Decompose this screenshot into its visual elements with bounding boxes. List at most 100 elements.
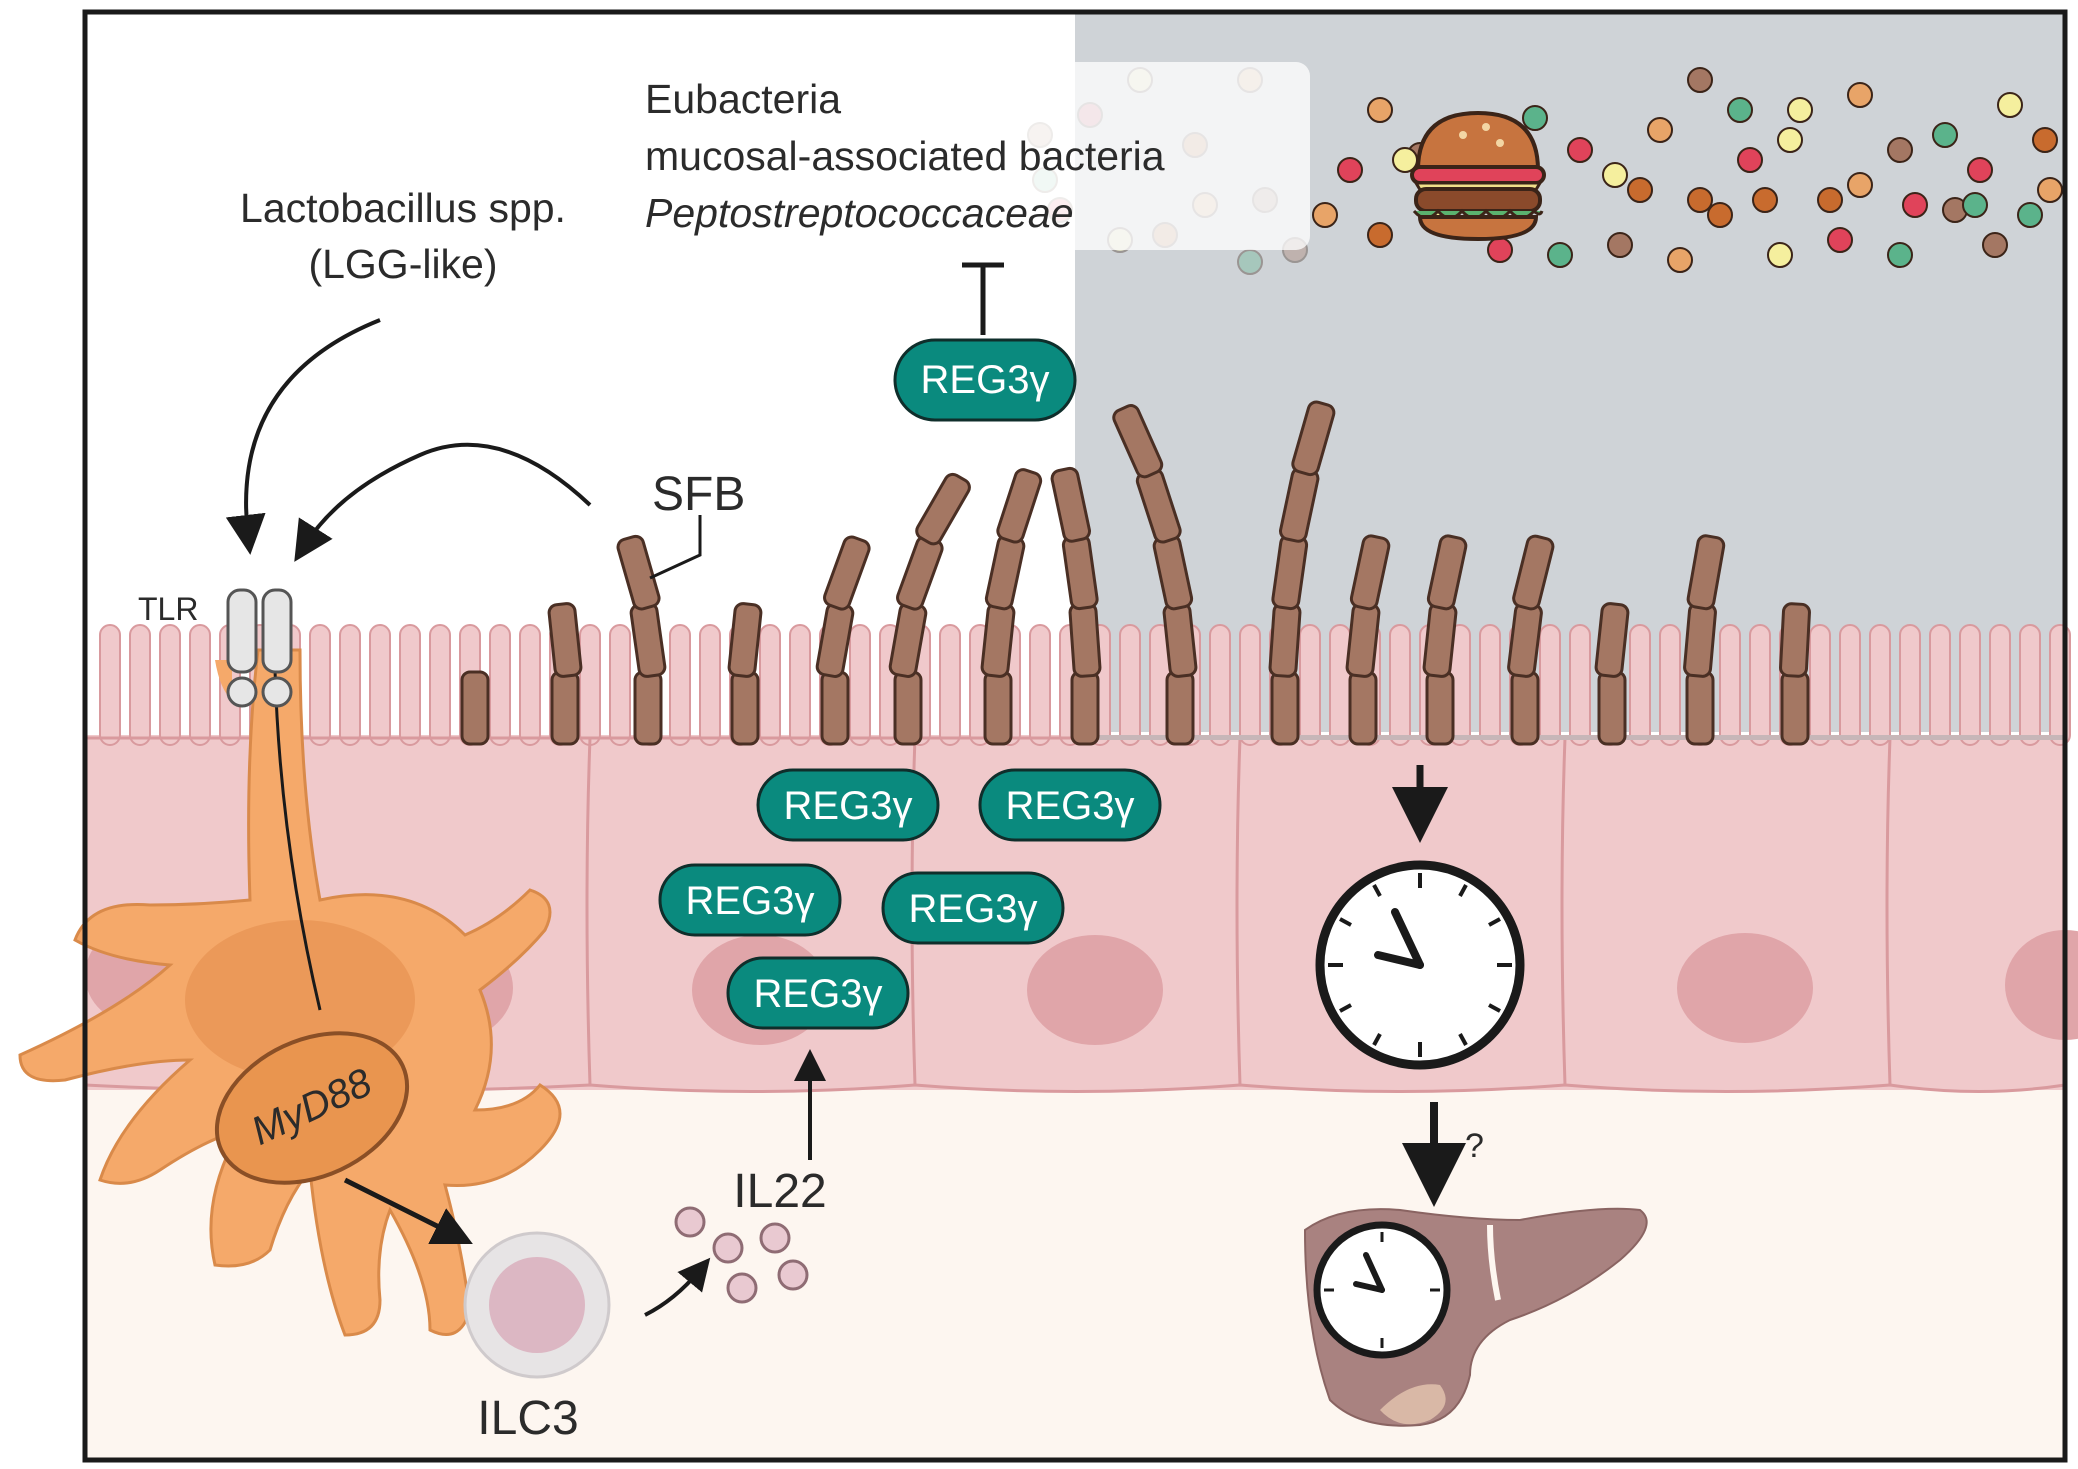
- burger-icon: [1410, 110, 1546, 242]
- luminal-bacterium: [2017, 202, 2043, 228]
- microvillus: [1389, 624, 1411, 746]
- luminal-bacterium: [1627, 177, 1653, 203]
- microvillus: [1629, 624, 1651, 746]
- microvillus: [1809, 624, 1831, 746]
- sfb-segment: [1426, 534, 1468, 611]
- cell-borders: [84, 737, 2066, 1093]
- luminal-bacterium: [1887, 242, 1913, 268]
- sfb-segment: [1348, 670, 1378, 746]
- sfb-segment: [1345, 602, 1381, 678]
- luminal-bacterium: [1847, 82, 1873, 108]
- microvillus: [159, 624, 181, 746]
- sfb-segment: [1512, 534, 1555, 611]
- sfb-segment: [823, 535, 871, 611]
- sfb-segment: [1068, 602, 1102, 678]
- microvillus: [1479, 624, 1501, 746]
- microvillus: [519, 624, 541, 746]
- microvillus: [1239, 624, 1261, 746]
- luminal-bacterium: [1687, 187, 1713, 213]
- sfb-segment: [915, 472, 971, 546]
- luminal-bacterium: [1367, 97, 1393, 123]
- sfb-segment: [1594, 602, 1630, 678]
- frame-border: [82, 9, 2068, 1463]
- luminal-bacterium: [1887, 137, 1913, 163]
- clock-icon: [1315, 860, 1525, 1070]
- luminal-bacterium: [1487, 237, 1513, 263]
- luminal-bacterium: [1902, 192, 1928, 218]
- sfb-segment: [1510, 670, 1540, 746]
- microvillus: [1929, 624, 1951, 746]
- reg3g-protein: REG3γ: [726, 956, 910, 1030]
- luminal-bacterium: [1827, 227, 1853, 253]
- sfb-segment: [1349, 534, 1391, 611]
- luminal-bacterium: [1787, 97, 1813, 123]
- luminal-bacterium: [1567, 137, 1593, 163]
- luminal-bacterium: [1602, 162, 1628, 188]
- microvillus: [849, 624, 871, 746]
- microvillus: [369, 624, 391, 746]
- luminal-bacterium: [1687, 67, 1713, 93]
- luminal-bacterium: [1752, 187, 1778, 213]
- sfb-segment: [460, 670, 490, 746]
- microvillus: [699, 624, 721, 746]
- luminal-bacterium: [1777, 127, 1803, 153]
- sfb-segment: [633, 670, 663, 746]
- lactobacillus-arrow: [225, 318, 381, 555]
- luminal-bacterium: [1932, 122, 1958, 148]
- microvillus: [189, 624, 211, 746]
- luminal-bacterium: [1982, 232, 2008, 258]
- sfb-segment: [980, 602, 1016, 678]
- microvillus: [1029, 624, 1051, 746]
- microvillus: [489, 624, 511, 746]
- microvillus: [1659, 624, 1681, 746]
- ilc3-cell-icon: [463, 1231, 611, 1379]
- sfb-segment: [1268, 602, 1302, 678]
- luminal-bacterium: [1847, 172, 1873, 198]
- reg3g-label: REG3γ: [754, 972, 883, 1016]
- luminal-bacterium: [1667, 247, 1693, 273]
- reg3g-label: REG3γ: [921, 358, 1050, 402]
- luminal-bacterium: [2032, 127, 2058, 153]
- myd88-protein: MyD88: [214, 1031, 410, 1185]
- epithelium-dark-overlay: [1075, 735, 2065, 740]
- reg3g-protein: REG3γ: [978, 768, 1162, 842]
- sfb-segment: [616, 534, 661, 611]
- eubacteria-label-line1: Eubacteria: [645, 76, 841, 122]
- microvillus: [579, 624, 601, 746]
- microvillus: [1569, 624, 1591, 746]
- luminal-bacterium: [1522, 105, 1548, 131]
- luminal-bacterium: [1707, 202, 1733, 228]
- luminal-bacterium: [1817, 187, 1843, 213]
- il22-label: IL22: [733, 1165, 826, 1218]
- microvillus: [759, 624, 781, 746]
- sfb-segment: [547, 602, 583, 678]
- eubacteria-label-line3: Peptostreptococcaceae: [645, 190, 1074, 236]
- sfb-segment: [996, 468, 1043, 544]
- sfb-segment: [550, 670, 580, 746]
- microvillus: [339, 624, 361, 746]
- microvillus: [309, 624, 331, 746]
- tlr-label: TLR: [138, 591, 198, 627]
- eubacteria-label-box: [625, 62, 1310, 250]
- reg3g-label: REG3γ: [1006, 784, 1135, 828]
- microvillus: [1329, 624, 1351, 746]
- microvillus: [129, 624, 151, 746]
- sfb-filaments: [460, 400, 1811, 746]
- microvillus: [1719, 624, 1741, 746]
- luminal-bacterium: [1767, 242, 1793, 268]
- reg3g-label: REG3γ: [784, 784, 913, 828]
- microvillus: [99, 624, 121, 746]
- sfb-arrow: [294, 442, 592, 562]
- reg3g-label: REG3γ: [909, 887, 1038, 931]
- sfb-segment: [1597, 670, 1627, 746]
- sfb-segment: [1425, 670, 1455, 746]
- sfb-segment: [1685, 670, 1715, 746]
- microvillus: [789, 624, 811, 746]
- sfb-segment: [730, 670, 760, 746]
- microvillus: [429, 624, 451, 746]
- luminal-bacterium: [1967, 157, 1993, 183]
- microvillus: [1869, 624, 1891, 746]
- il22-molecules: [674, 1206, 809, 1304]
